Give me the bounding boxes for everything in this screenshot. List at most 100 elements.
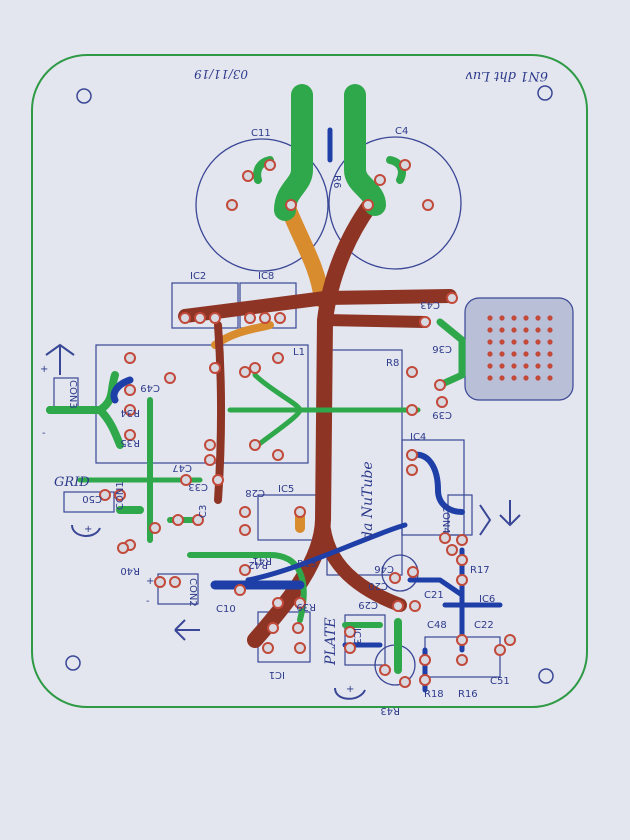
pad <box>264 159 276 171</box>
pad <box>292 622 304 634</box>
direction-arrows <box>45 343 521 700</box>
pad <box>406 366 418 378</box>
pad <box>272 352 284 364</box>
pad <box>239 506 251 518</box>
heatsink-dot <box>523 327 529 333</box>
label-ic3: IC3 <box>351 628 362 644</box>
label-ic8: IC8 <box>258 271 274 282</box>
arrow-left-icon <box>174 619 200 641</box>
pad <box>504 634 516 646</box>
pad <box>249 439 261 451</box>
heatsink-dot <box>523 339 529 345</box>
pad <box>274 312 286 324</box>
label-c39: C39 <box>432 409 452 420</box>
heatsink-dot <box>511 375 517 381</box>
label-ic6: IC6 <box>479 594 495 605</box>
con1-outline <box>63 491 115 513</box>
heatsink-dot <box>487 363 493 369</box>
heatsink-dot <box>487 315 493 321</box>
mounting-hole-top-right <box>537 85 553 101</box>
mounting-hole-bottom-left <box>65 655 81 671</box>
label-r6: R6 <box>331 175 342 188</box>
heatsink-dot <box>523 351 529 357</box>
pad <box>267 622 279 634</box>
heatsink-dot <box>499 327 505 333</box>
pad <box>294 642 306 654</box>
label-con2: CON2 <box>187 578 198 607</box>
label-r16: R16 <box>458 689 478 700</box>
heatsink-dot <box>511 315 517 321</box>
label-c46: C46 <box>374 563 394 574</box>
label-c4: C4 <box>395 126 408 137</box>
heatsink-block <box>464 297 574 401</box>
label-c21: C21 <box>424 590 444 601</box>
pad <box>399 159 411 171</box>
pad <box>244 312 256 324</box>
pad <box>179 312 191 324</box>
heatsink-dot <box>535 351 541 357</box>
pad <box>239 524 251 536</box>
pad <box>406 449 418 461</box>
pad <box>272 449 284 461</box>
pad <box>242 170 254 182</box>
label-ic5: IC5 <box>278 484 294 495</box>
pad <box>212 474 224 486</box>
heatsink-dot <box>547 375 553 381</box>
board-date: 03/11/19 <box>194 67 248 81</box>
pad <box>172 514 184 526</box>
pad <box>456 654 468 666</box>
heatsink-dot <box>547 315 553 321</box>
pad <box>456 574 468 586</box>
pad <box>446 292 458 304</box>
label-c36: C36 <box>432 343 452 354</box>
label-c11: C11 <box>251 128 271 139</box>
heatsink-dot <box>535 375 541 381</box>
label-l1: L1 <box>293 347 305 358</box>
label-c49: C49 <box>140 382 160 393</box>
pad <box>239 366 251 378</box>
pad <box>456 534 468 546</box>
pad <box>362 199 374 211</box>
label-c47: C47 <box>172 462 192 473</box>
heatsink-dot <box>487 327 493 333</box>
heatsink-dot <box>499 351 505 357</box>
l1-outline <box>95 344 309 464</box>
pad <box>259 312 271 324</box>
heatsink-dot <box>487 339 493 345</box>
heatsink-dot <box>487 375 493 381</box>
pad <box>164 372 176 384</box>
pad <box>204 454 216 466</box>
ic4-outline <box>401 439 465 536</box>
label-c10: C10 <box>216 604 236 615</box>
heatsink-dot <box>511 339 517 345</box>
ic3-outline <box>344 614 386 666</box>
label-c28: C28 <box>245 487 265 498</box>
heatsink-dot <box>535 327 541 333</box>
label-r34: R34 <box>120 407 140 418</box>
label-con1: CON1 <box>115 481 126 510</box>
pad <box>406 404 418 416</box>
pad <box>99 489 111 501</box>
pad <box>272 597 284 609</box>
pad <box>419 654 431 666</box>
component-labels: C11 C4 R6 IC2 IC8 L1 R8 IC4 IC5 R13 R39 … <box>67 126 510 716</box>
pad <box>294 506 306 518</box>
heatsink-dot <box>535 363 541 369</box>
pad <box>117 542 129 554</box>
pad <box>194 312 206 324</box>
label-r43: R43 <box>380 705 400 716</box>
pad <box>262 642 274 654</box>
heatsink-dot <box>523 315 529 321</box>
heatsink-dot <box>487 351 493 357</box>
pad <box>422 199 434 211</box>
mounting-holes <box>65 85 554 684</box>
label-ic2: IC2 <box>190 271 206 282</box>
label-r17: R17 <box>470 565 490 576</box>
heatsink-dot <box>511 363 517 369</box>
label-c51: C51 <box>490 676 510 687</box>
pad <box>399 676 411 688</box>
heatsink-dot <box>499 363 505 369</box>
plus-symbol-trim-bottom: + <box>346 684 354 695</box>
pad <box>204 439 216 451</box>
